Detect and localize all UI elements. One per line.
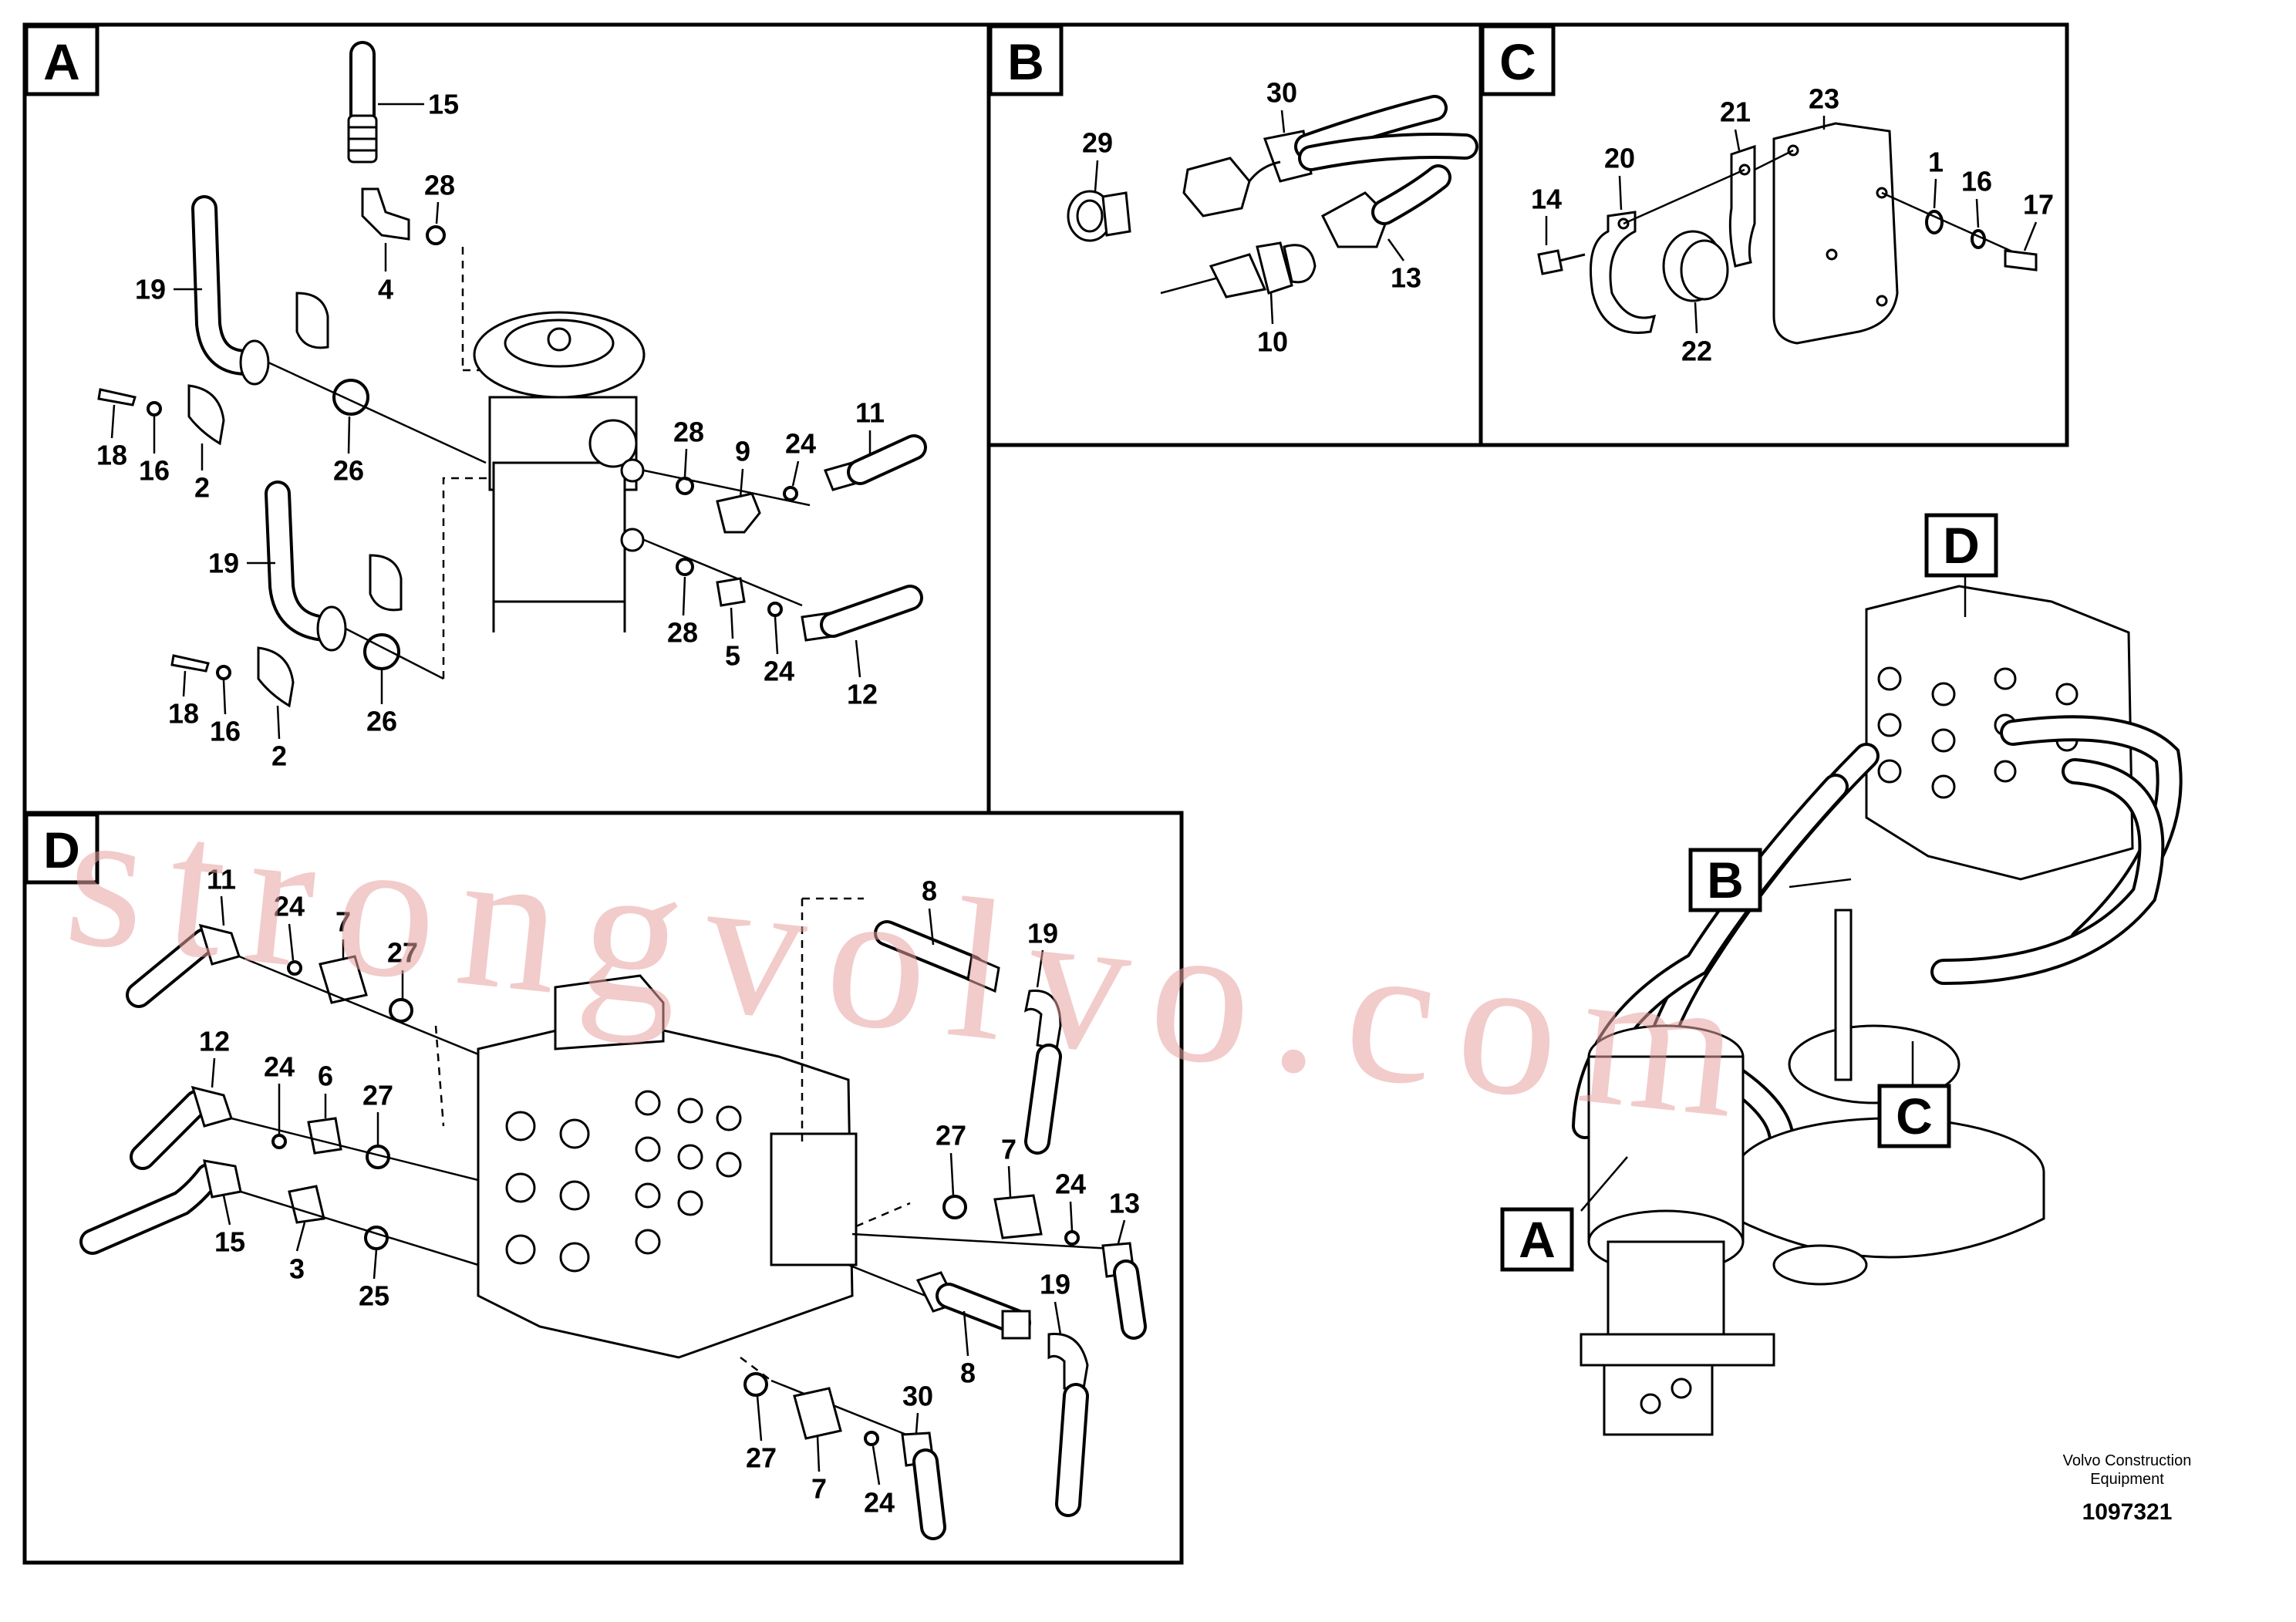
callout-a-4: 4 xyxy=(378,274,393,305)
callout-c-14: 14 xyxy=(1531,184,1562,215)
callout-a-16-bottom: 16 xyxy=(210,716,241,747)
callout-d-6: 6 xyxy=(318,1061,333,1092)
callout-d-7-right: 7 xyxy=(1001,1134,1017,1165)
callout-d-24-right: 24 xyxy=(1055,1168,1086,1200)
callout-c-1: 1 xyxy=(1928,147,1944,178)
callout-d-3: 3 xyxy=(289,1253,305,1285)
callout-a-5: 5 xyxy=(725,640,740,672)
callout-a-24-mid: 24 xyxy=(785,428,816,460)
callout-d-24-mid: 24 xyxy=(264,1051,295,1083)
callout-d-12: 12 xyxy=(199,1026,230,1057)
callout-c-23: 23 xyxy=(1809,83,1839,115)
watermark-text: strongvolvo.com xyxy=(57,764,1772,1162)
callout-d-7-top: 7 xyxy=(335,906,351,938)
callout-d-27-right: 27 xyxy=(936,1120,966,1152)
footer-company-line1: Volvo Construction xyxy=(2063,1452,2192,1469)
panel-tag-a: A xyxy=(24,24,99,96)
callout-a-28-bottom: 28 xyxy=(667,617,698,649)
callout-d-11: 11 xyxy=(207,864,236,895)
callout-d-25: 25 xyxy=(359,1280,389,1312)
panel-a-artwork xyxy=(97,41,927,708)
callout-c-22: 22 xyxy=(1681,336,1712,367)
callout-a-26-top: 26 xyxy=(333,455,364,487)
callout-a-28-top: 28 xyxy=(424,170,455,201)
svg-text:A: A xyxy=(43,33,80,90)
panel-b-artwork xyxy=(1067,95,1478,298)
callout-d-30: 30 xyxy=(902,1381,933,1412)
callout-a-16-top: 16 xyxy=(139,455,170,487)
callout-d-19-top: 19 xyxy=(1027,918,1058,949)
callout-a-19-bottom: 19 xyxy=(208,548,239,579)
svg-text:C: C xyxy=(1499,33,1536,90)
callout-c-20: 20 xyxy=(1604,143,1635,174)
callout-a-11: 11 xyxy=(855,397,885,429)
svg-text:D: D xyxy=(43,821,80,878)
panel-d-frame xyxy=(22,811,1184,1565)
svg-text:C: C xyxy=(1896,1088,1933,1145)
callout-d-15: 15 xyxy=(214,1226,245,1258)
callout-c-21: 21 xyxy=(1720,96,1751,128)
callout-a-18-bottom: 18 xyxy=(168,698,199,730)
callout-d-27-bottom: 27 xyxy=(746,1442,777,1474)
callout-a-28-mid: 28 xyxy=(673,416,704,448)
svg-text:D: D xyxy=(1943,517,1980,574)
panel-d-callouts: 11 24 7 27 8 19 12 24 6 27 15 3 25 27 7 … xyxy=(199,864,1140,1519)
callout-b-29: 29 xyxy=(1082,127,1113,159)
callout-d-24-top: 24 xyxy=(274,891,305,922)
callout-c-17: 17 xyxy=(2023,189,2054,221)
callout-d-24-bottom: 24 xyxy=(864,1487,895,1519)
panel-c-artwork xyxy=(1537,122,2038,345)
callout-d-27-top: 27 xyxy=(387,937,418,969)
callout-d-27-mid: 27 xyxy=(362,1080,393,1111)
panel-c-frame xyxy=(1478,22,2069,447)
overview-tag-c: C xyxy=(1877,1084,1951,1148)
callout-a-15: 15 xyxy=(428,89,459,120)
panel-c-callouts: 14 20 21 23 1 16 17 22 xyxy=(1531,83,2054,367)
callout-a-2-top: 2 xyxy=(194,472,210,504)
svg-text:B: B xyxy=(1007,33,1044,90)
panel-tag-d: D xyxy=(24,812,99,885)
callout-d-13: 13 xyxy=(1109,1188,1140,1219)
document-number: 1097321 xyxy=(2082,1499,2173,1525)
callout-b-10: 10 xyxy=(1257,326,1288,358)
footer-company-line2: Equipment xyxy=(2090,1471,2164,1488)
panel-b-callouts: 29 30 10 13 xyxy=(1082,77,1421,358)
callout-b-13: 13 xyxy=(1391,262,1421,294)
callout-a-9: 9 xyxy=(735,436,750,467)
overview-tag-b: B xyxy=(1688,848,1762,912)
callout-a-12: 12 xyxy=(847,679,878,710)
panel-tag-c: C xyxy=(1480,24,1556,96)
svg-text:B: B xyxy=(1707,851,1744,909)
callout-d-19-bottom: 19 xyxy=(1040,1269,1070,1300)
callout-d-8-bottom: 8 xyxy=(960,1357,976,1389)
panel-a-callouts: 15 28 4 19 28 9 24 11 18 16 2 26 19 28 5… xyxy=(96,89,885,772)
callout-a-26-bottom: 26 xyxy=(366,706,397,737)
svg-text:A: A xyxy=(1519,1211,1556,1268)
callout-a-2-bottom: 2 xyxy=(271,740,287,772)
callout-b-30: 30 xyxy=(1266,77,1297,109)
panel-tag-b: B xyxy=(988,24,1064,96)
callout-d-7-bottom: 7 xyxy=(811,1473,827,1505)
overview-assembly xyxy=(1572,571,2183,1436)
callout-d-8-top: 8 xyxy=(922,875,937,907)
callout-a-24-bottom: 24 xyxy=(764,656,794,687)
overview-tag-a: A xyxy=(1500,1207,1574,1272)
callout-a-19-top: 19 xyxy=(135,274,166,305)
panel-d-artwork xyxy=(79,897,1147,1540)
overview-tag-d: D xyxy=(1924,513,1998,578)
callout-a-18-top: 18 xyxy=(96,440,127,471)
callout-c-16: 16 xyxy=(1961,166,1992,197)
